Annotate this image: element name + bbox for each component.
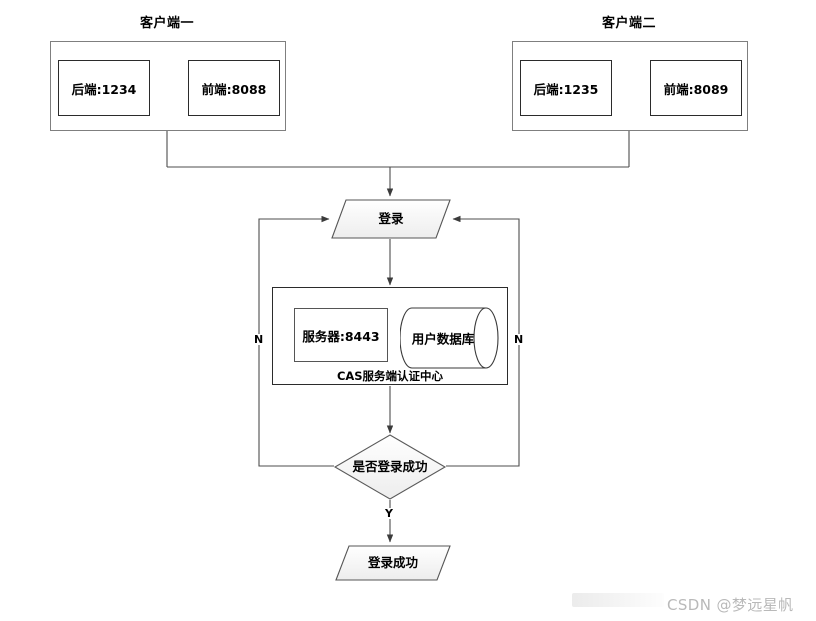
client2-backend-box: 后端:1235 bbox=[520, 60, 612, 116]
watermark-smudge bbox=[572, 593, 664, 607]
cas-caption: CAS服务端认证中心 bbox=[336, 369, 444, 383]
login-node-shape bbox=[331, 199, 451, 239]
user-database-label: 用户数据库 bbox=[411, 331, 475, 347]
client1-frontend-box: 前端:8088 bbox=[188, 60, 280, 116]
client2-frontend-box: 前端:8089 bbox=[650, 60, 742, 116]
client2-title: 客户端二 bbox=[601, 16, 656, 31]
edge-label-yes: Y bbox=[384, 507, 394, 520]
client1-backend-box: 后端:1234 bbox=[58, 60, 150, 116]
watermark-text: CSDN @梦远星帆 bbox=[667, 596, 794, 614]
client1-title: 客户端一 bbox=[139, 16, 194, 31]
cas-server-port-box: 服务器:8443 bbox=[294, 308, 388, 362]
user-database-cylinder: 用户数据库 bbox=[400, 306, 500, 370]
success-node-shape bbox=[335, 545, 451, 581]
decision-node-shape bbox=[333, 434, 447, 500]
edge-label-no-left: N bbox=[253, 333, 265, 346]
edge-label-no-right: N bbox=[513, 333, 525, 346]
